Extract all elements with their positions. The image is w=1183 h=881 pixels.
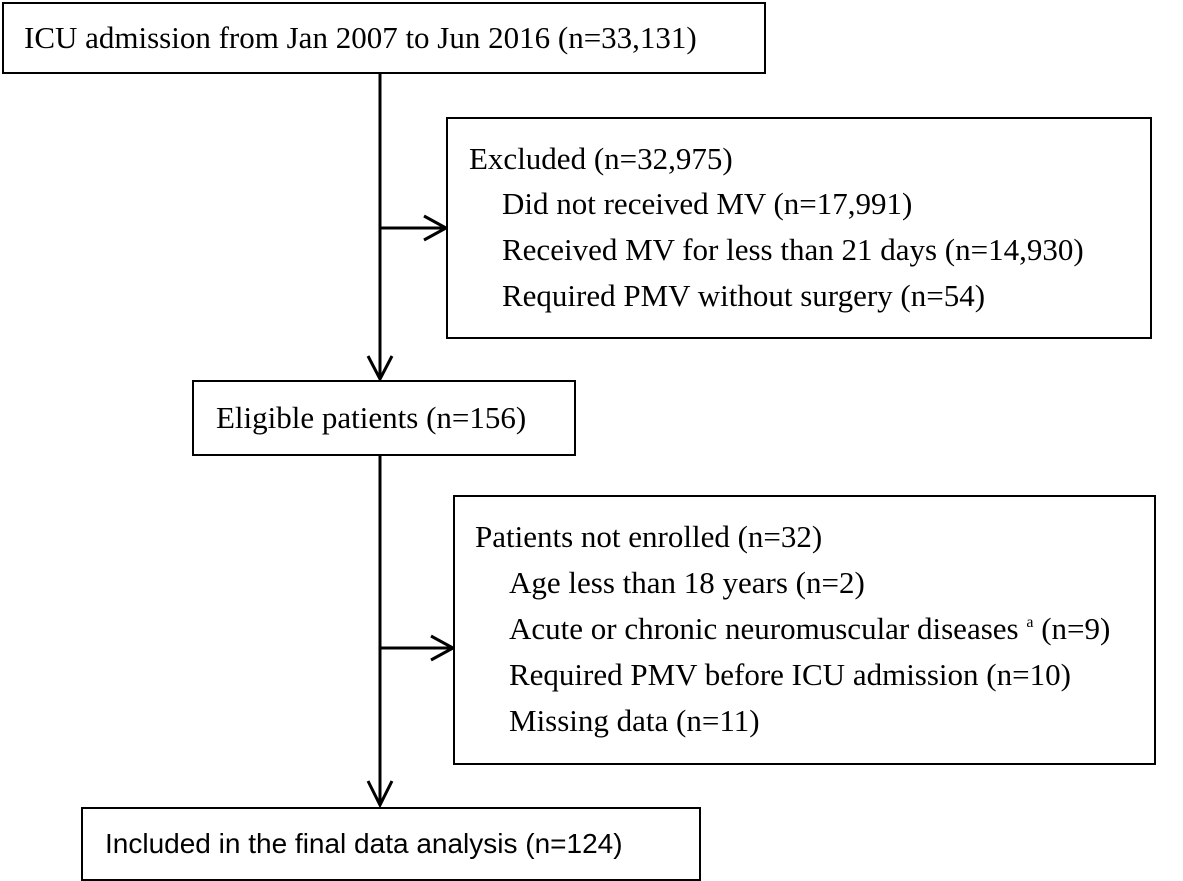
included-box: Included in the final data analysis (n=1… bbox=[81, 807, 701, 881]
excluded-item: Did not received MV (n=17,991) bbox=[502, 186, 913, 221]
not-enrolled-item: Acute or chronic neuromuscular diseases … bbox=[509, 613, 1110, 644]
included-text: Included in the final data analysis (n=1… bbox=[105, 828, 623, 859]
excluded-title: Excluded (n=32,975) bbox=[469, 141, 733, 176]
excluded-item: Received MV for less than 21 days (n=14,… bbox=[502, 232, 1084, 267]
not-enrolled-title: Patients not enrolled (n=32) bbox=[475, 519, 823, 554]
not-enrolled-box: Patients not enrolled (n=32) Age less th… bbox=[453, 495, 1156, 765]
excluded-box: Excluded (n=32,975) Did not received MV … bbox=[446, 117, 1152, 339]
not-enrolled-item: Required PMV before ICU admission (n=10) bbox=[509, 657, 1071, 692]
not-enrolled-item: Age less than 18 years (n=2) bbox=[509, 565, 865, 600]
arrowhead-to-included bbox=[366, 780, 394, 809]
admission-box: ICU admission from Jan 2007 to Jun 2016 … bbox=[2, 2, 766, 74]
eligible-text: Eligible patients (n=156) bbox=[216, 400, 527, 435]
not-enrolled-item-text: Acute or chronic neuromuscular diseases bbox=[509, 611, 1027, 646]
footnote-marker: a bbox=[1026, 614, 1034, 631]
excluded-item: Required PMV without surgery (n=54) bbox=[502, 278, 986, 313]
admission-text: ICU admission from Jan 2007 to Jun 2016 … bbox=[24, 20, 697, 55]
eligible-box: Eligible patients (n=156) bbox=[192, 380, 576, 456]
not-enrolled-item: Missing data (n=11) bbox=[509, 703, 760, 738]
not-enrolled-item-count: (n=9) bbox=[1041, 611, 1111, 646]
arrowhead-to-eligible bbox=[366, 355, 394, 383]
